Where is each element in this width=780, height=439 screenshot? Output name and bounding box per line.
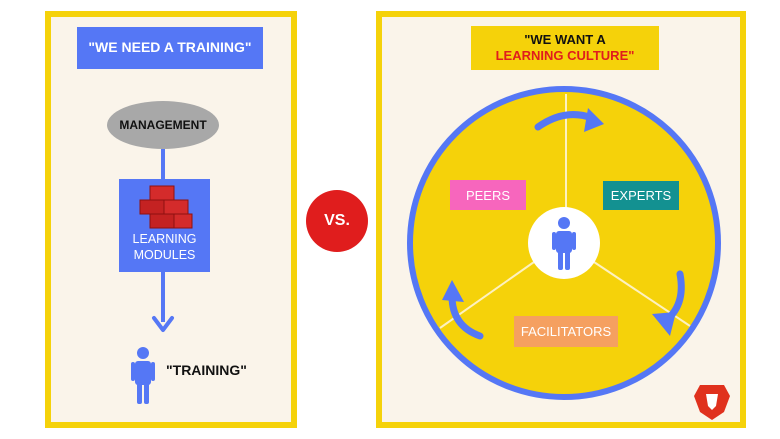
modules-label-line1: LEARNING: [132, 232, 197, 246]
vs-badge: VS.: [306, 190, 368, 252]
title-line2: LEARNING CULTURE": [495, 48, 635, 63]
peers-tag: PEERS: [450, 180, 526, 210]
management-node: MANAGEMENT: [107, 101, 219, 149]
training-label: "TRAINING": [166, 362, 247, 378]
modules-label-line2: MODULES: [133, 248, 196, 263]
learning-modules-label: LEARNING MODULES: [119, 231, 210, 264]
need-training-title: "WE NEED A TRAINING": [77, 27, 263, 69]
person-icon: [552, 217, 576, 270]
arrowhead: [652, 312, 676, 336]
person-icon: [131, 347, 155, 404]
title-line1: "WE WANT A: [524, 31, 606, 47]
lion-logo-icon: [694, 385, 730, 420]
learning-culture-title: "WE WANT A LEARNING CULTURE": [471, 26, 659, 70]
experts-tag: EXPERTS: [603, 181, 679, 210]
arrowhead: [442, 280, 464, 302]
arrowhead: [584, 108, 604, 132]
down-arrow-icon: [152, 316, 174, 332]
facilitators-tag: FACILITATORS: [514, 316, 618, 347]
